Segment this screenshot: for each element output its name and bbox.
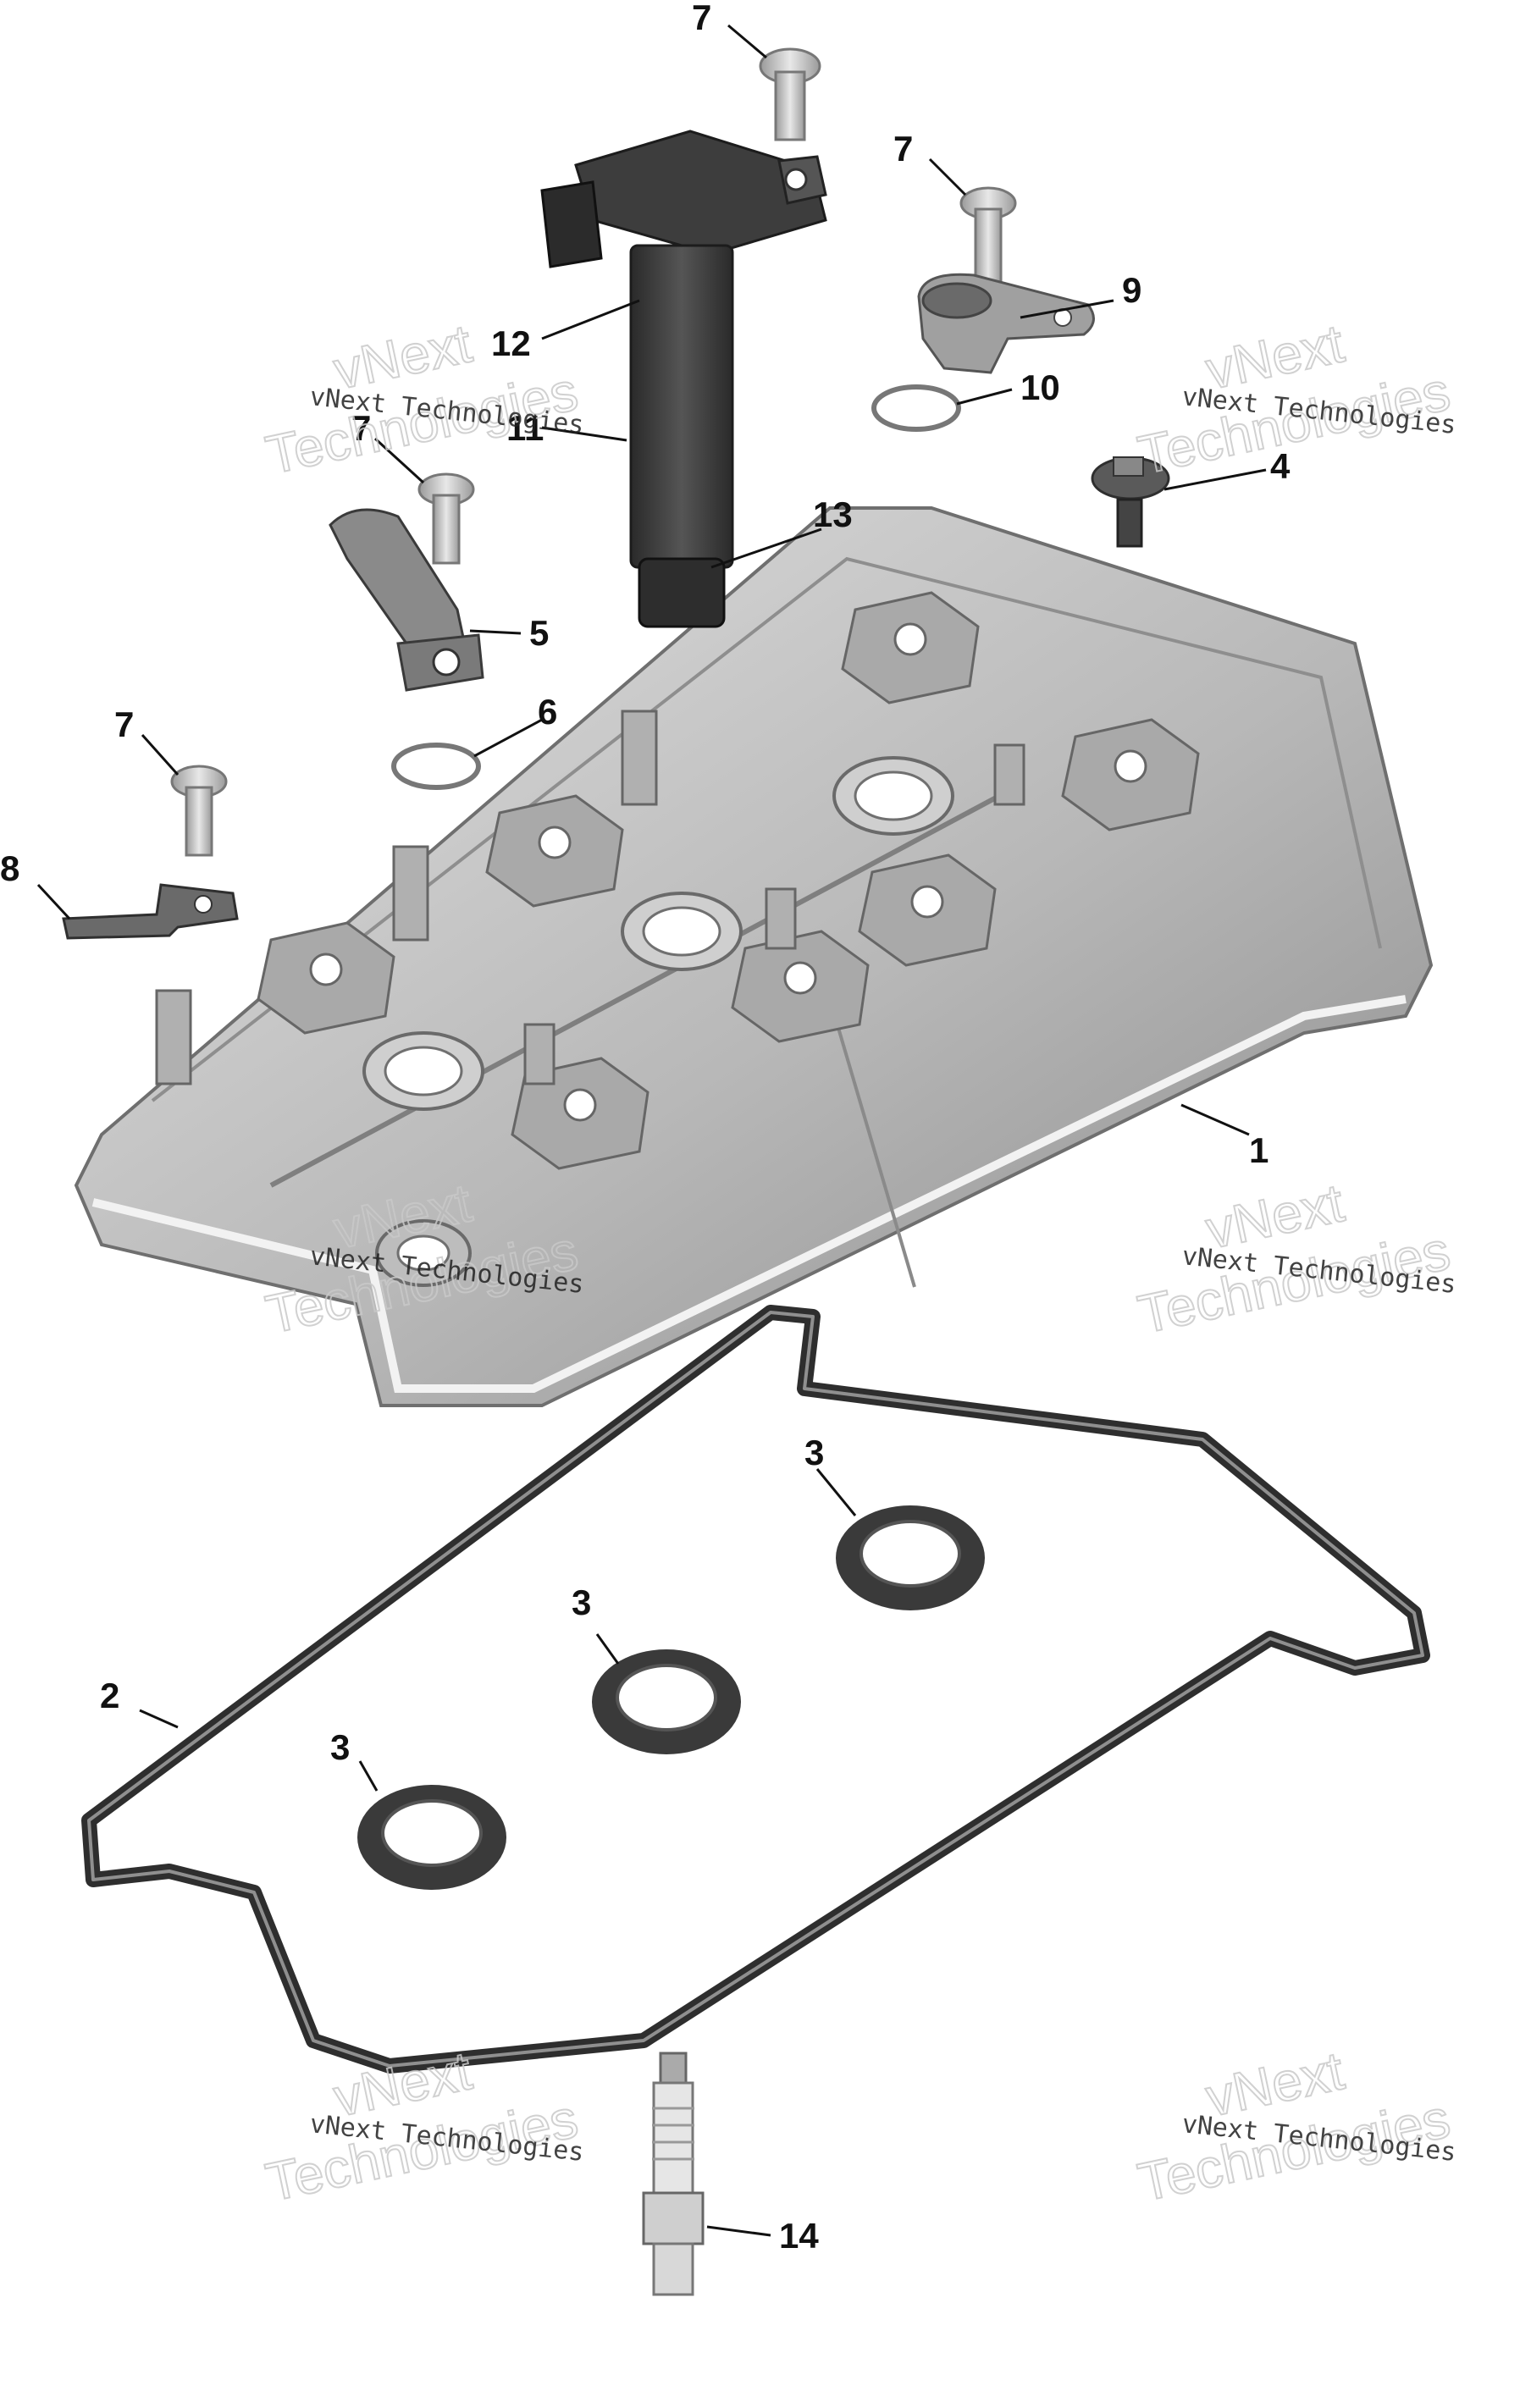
callout-11: 11 <box>506 408 544 448</box>
callout-7-top: 7 <box>692 0 711 37</box>
leader-lines <box>36 24 1267 2237</box>
plug-well-seals <box>357 1505 985 1890</box>
plug-well-2 <box>621 892 743 971</box>
callout-7-middle-left: 7 <box>351 408 371 448</box>
watermark-top-right: vNext Technologies vNext Technologies <box>1132 312 1457 486</box>
callout-7-upper-right: 7 <box>893 129 913 168</box>
o-ring-part-6 <box>391 743 481 790</box>
callout-6: 6 <box>538 692 557 732</box>
breather-fitting <box>329 508 484 692</box>
callout-13: 13 <box>813 494 853 534</box>
seal-3 <box>836 1505 985 1610</box>
bolt-middle-left <box>417 472 475 565</box>
seal-2 <box>592 1649 741 1754</box>
callout-10: 10 <box>1020 367 1060 407</box>
bolt-top <box>759 47 821 141</box>
bolt-upper-right <box>959 186 1017 287</box>
watermark-top-left: vNext Technologies vNext Technologies <box>260 312 585 486</box>
callout-labels: 7 7 9 12 10 11 7 4 13 5 6 7 8 1 3 3 2 3 … <box>0 0 1291 2256</box>
watermark-bottom-right: vNext Technologies vNext Technologies <box>1132 2039 1457 2213</box>
valve-cover <box>74 506 1434 1407</box>
callout-12: 12 <box>491 323 531 363</box>
valve-cover-gasket <box>81 1305 1430 2074</box>
callout-3-right: 3 <box>804 1433 824 1472</box>
callout-5: 5 <box>529 613 549 653</box>
ignition-coil <box>540 130 827 628</box>
spark-plug <box>642 2052 705 2296</box>
plug-well-4 <box>375 1219 472 1287</box>
callout-14: 14 <box>779 2216 819 2256</box>
watermark-bottom-left: vNext Technologies vNext Technologies <box>260 2039 585 2213</box>
bolt-lower-left <box>170 765 228 857</box>
callout-3-left: 3 <box>330 1727 350 1767</box>
callout-4: 4 <box>1270 446 1291 486</box>
callout-3-middle: 3 <box>572 1582 591 1622</box>
callout-9: 9 <box>1122 270 1141 310</box>
seal-1 <box>357 1785 506 1890</box>
callout-7-lower-left: 7 <box>114 704 134 744</box>
cover-boss-holes <box>309 622 1147 1122</box>
plug-well-3 <box>832 756 954 836</box>
callout-2: 2 <box>100 1676 119 1715</box>
oil-filler-plug <box>1091 456 1170 548</box>
bracket <box>62 883 239 940</box>
callout-8: 8 <box>0 848 19 888</box>
watermark-middle-right: vNext Technologies vNext Technologies <box>1132 1171 1457 1345</box>
callout-1: 1 <box>1249 1130 1269 1170</box>
sensor-cap <box>917 273 1095 374</box>
cover-posts <box>155 710 1025 1085</box>
o-ring-part-10 <box>871 384 961 432</box>
plug-well-1 <box>362 1031 484 1111</box>
